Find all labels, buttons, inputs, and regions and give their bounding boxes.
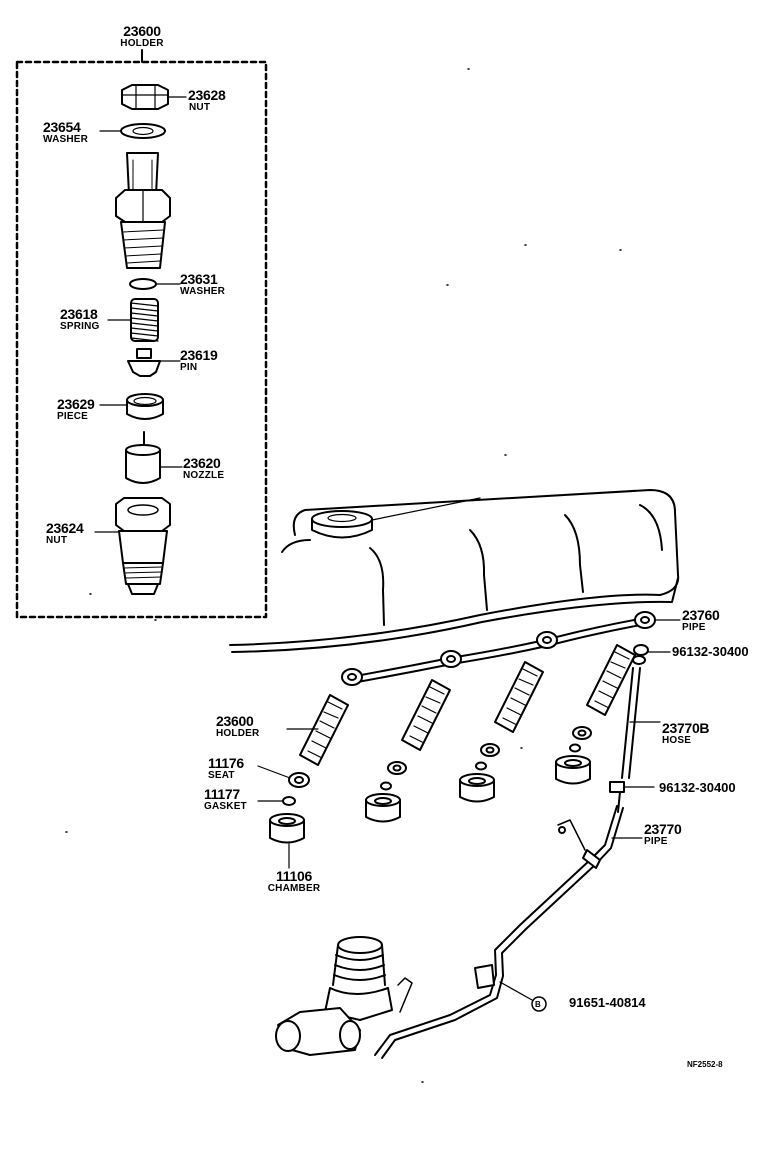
label-nozzle: 23620 NOZZLE [183, 456, 224, 481]
label-seat: 11176 SEAT [208, 756, 244, 781]
part-nut-23624 [94, 497, 171, 595]
part-holder-body [115, 152, 171, 269]
diagram-reference: NF2552-8 [687, 1060, 723, 1069]
installed-injector-1 [257, 694, 349, 869]
feed-pipe [374, 805, 643, 1059]
installed-injector-3 [459, 661, 544, 803]
part-name: PIPE [644, 836, 668, 847]
valve-cover [229, 489, 680, 653]
part-number: 23628 [188, 87, 226, 103]
label-pipe-top: 23760 PIPE [682, 607, 720, 633]
part-nozzle-23620 [125, 431, 183, 484]
part-name: GASKET [204, 801, 247, 812]
label-spring: 23618 SPRING [60, 307, 100, 332]
scan-specks [65, 68, 622, 1083]
label-washer-small: 23631 WASHER [180, 272, 225, 297]
part-number: 11177 [204, 786, 240, 802]
label-nut-top: 23628 NUT [188, 87, 226, 113]
part-number: 23760 [682, 607, 720, 623]
part-number: 23624 [46, 520, 84, 536]
part-name: PIPE [682, 622, 706, 633]
label-pin: 23619 PIN [180, 347, 218, 373]
installed-injector-4 [555, 644, 636, 785]
injection-pump [275, 936, 413, 1056]
label-pipe-bottom: 23770 PIPE [644, 821, 682, 847]
label-holder-group: 23600 HOLDER [112, 24, 172, 49]
hose-assembly [609, 644, 671, 813]
part-nut-23628 [121, 84, 187, 110]
part-name: HOLDER [216, 728, 260, 739]
holder-group-box [15, 49, 268, 619]
label-gasket: 11177 GASKET [204, 787, 247, 812]
part-name: WASHER [180, 286, 226, 297]
part-washer-23631 [129, 278, 181, 290]
part-name: NOZZLE [183, 470, 225, 481]
part-name: NUT [46, 535, 68, 546]
part-spring-23618 [107, 298, 159, 342]
return-pipe [341, 611, 681, 686]
label-nut-bottom: 23624 NUT [46, 520, 84, 546]
code-bolt: 91651-40814 [569, 995, 646, 1010]
part-name: CHAMBER [267, 883, 321, 894]
code-clamp-lower: 96132-30400 [659, 780, 736, 795]
code-clamp-upper: 96132-30400 [672, 644, 749, 659]
label-piece: 23629 PIECE [57, 396, 95, 422]
part-piece-23629 [99, 393, 164, 420]
installed-injector-2 [365, 679, 451, 823]
part-name: HOSE [662, 735, 692, 746]
part-number: 23770B [662, 720, 710, 736]
part-number: 11106 [276, 868, 312, 884]
part-name: SPRING [60, 321, 100, 332]
bolt-marker-letter: B [535, 1000, 541, 1009]
part-number: 23620 [183, 455, 221, 471]
label-washer-top: 23654 WASHER [43, 120, 88, 145]
part-number: 23629 [57, 396, 95, 412]
part-name: WASHER [43, 134, 89, 145]
part-number: 23654 [43, 119, 81, 135]
part-number: 23631 [180, 271, 218, 287]
part-name: HOLDER [120, 38, 164, 49]
part-number: 23770 [644, 821, 682, 837]
part-name: NUT [189, 102, 211, 113]
label-hose: 23770B HOSE [662, 720, 710, 746]
part-number: 23600 [216, 713, 254, 729]
part-name: PIN [180, 362, 198, 373]
part-name: PIECE [57, 411, 89, 422]
label-chamber: 11106 CHAMBER [259, 869, 329, 894]
label-holder-installed: 23600 HOLDER [216, 714, 259, 739]
part-number: 23600 [123, 23, 161, 39]
part-pin-23619 [127, 348, 181, 377]
bolt-marker [531, 996, 547, 1012]
part-name: SEAT [208, 770, 235, 781]
part-number: 23618 [60, 306, 98, 322]
part-number: 11176 [208, 755, 244, 771]
part-washer-23654 [99, 123, 166, 139]
part-number: 23619 [180, 347, 218, 363]
